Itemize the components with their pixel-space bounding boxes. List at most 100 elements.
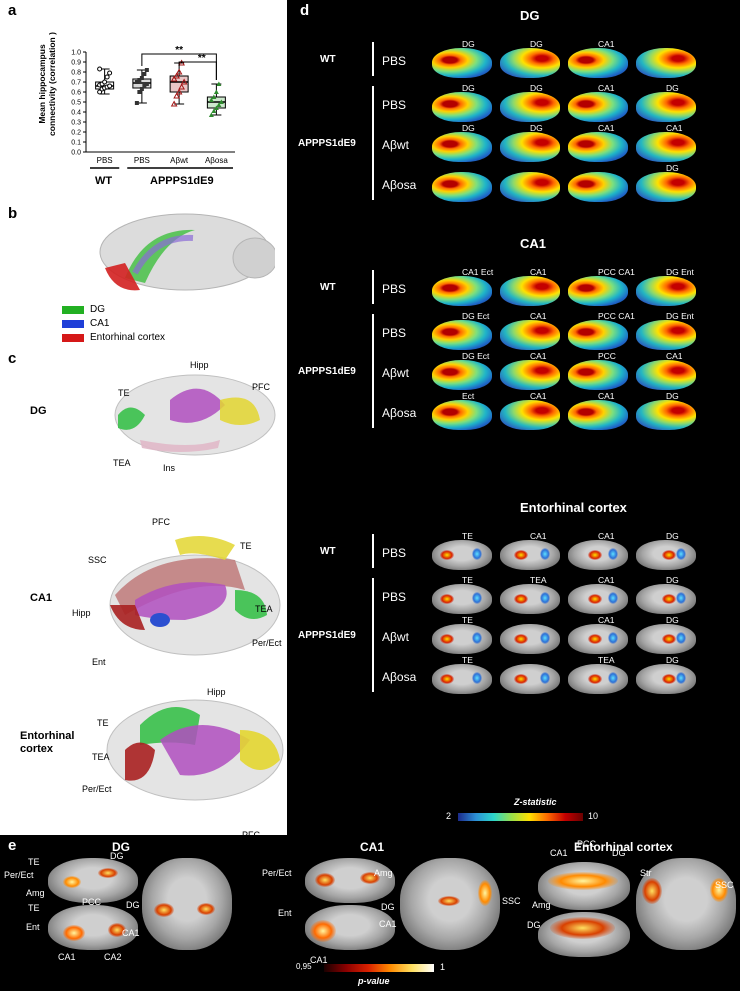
c-ca1-tea: TEA	[255, 604, 273, 614]
x-tick-label: PBS	[134, 156, 150, 165]
d-region-label: CA1	[530, 531, 547, 541]
d-brain-slice	[636, 664, 696, 694]
d-brain-slice	[500, 664, 560, 694]
d-brain-slice	[568, 276, 628, 306]
d-section-title-0: DG	[520, 8, 540, 23]
pval-min: 0,95	[296, 962, 312, 971]
data-point	[102, 79, 108, 85]
d-group-label: APPPS1dE9	[298, 366, 356, 377]
d-region-label: DG	[530, 83, 543, 93]
x-tick-label: Aβwt	[170, 156, 189, 165]
d-group-label: APPPS1dE9	[298, 630, 356, 641]
e-ca1-lbl-ent: Ent	[278, 908, 292, 918]
d-region-label: DG Ect	[462, 351, 490, 361]
e-dg-coronal-1	[48, 858, 138, 903]
data-point	[107, 83, 113, 89]
e-ca1-coronal-1	[305, 858, 395, 903]
d-condition-label: Aβosa	[382, 178, 417, 192]
c-row-title-dg: DG	[30, 405, 47, 417]
c-dg-te: TE	[118, 388, 130, 398]
pval-max: 1	[440, 962, 446, 972]
d-brain-slice	[432, 360, 492, 390]
d-brain-slice	[500, 172, 560, 202]
data-point	[211, 94, 217, 99]
legend-swatch-ent	[62, 334, 84, 342]
d-region-label: CA1	[530, 267, 547, 277]
d-condition-label: Aβosa	[382, 406, 417, 420]
d-region-label: TEA	[598, 655, 615, 665]
d-brain-slice	[636, 276, 696, 306]
data-point	[213, 89, 219, 94]
d-region-label: DG	[666, 531, 679, 541]
d-region-label: PCC	[598, 351, 616, 361]
e-ca1-lbl-dg: DG	[381, 902, 395, 912]
d-brain-slice	[568, 172, 628, 202]
data-point	[134, 80, 139, 84]
d-brain-slice	[636, 48, 696, 78]
sig-label: **	[198, 53, 206, 64]
data-point	[137, 78, 142, 82]
e-ca1-lbl-ca1: CA1	[310, 955, 328, 965]
data-point	[97, 66, 103, 72]
e-dg-lbl-amg: Amg	[26, 888, 45, 898]
zstat-min: 2	[446, 811, 452, 821]
brain-3d-render	[99, 213, 275, 291]
d-region-label: TE	[462, 615, 473, 625]
d-group-label: WT	[320, 282, 336, 293]
d-region-label: TE	[462, 655, 473, 665]
e-ent-lbl-ca1: CA1	[550, 848, 568, 858]
e-dg-lbl-dg: DG	[110, 851, 124, 861]
e-dg-lbl-ent: Ent	[26, 922, 40, 932]
data-point	[180, 78, 188, 85]
y-tick-label: 0.2	[71, 130, 81, 137]
data-point	[213, 105, 219, 110]
d-region-label: DG	[666, 163, 679, 173]
e-ent-lbl-dg: DG	[612, 848, 626, 858]
d-region-label: CA1	[598, 575, 615, 585]
panel-d-label: d	[300, 2, 310, 19]
e-ent-coronal-2	[538, 912, 630, 957]
sig-label: **	[175, 45, 183, 56]
d-brain-slice	[500, 584, 560, 614]
d-brain-slice	[432, 320, 492, 350]
d-brain-slice	[432, 540, 492, 570]
d-region-label: CA1	[598, 123, 615, 133]
d-condition-label: Aβosa	[382, 670, 417, 684]
d-region-label: TE	[462, 575, 473, 585]
d-brain-slice	[432, 92, 492, 122]
d-condition-label: PBS	[382, 326, 407, 340]
sig-bracket	[178, 61, 217, 80]
d-group-bracket	[372, 86, 374, 200]
d-brain-slice	[500, 48, 560, 78]
e-ent-lbl-str: Str	[640, 868, 652, 878]
data-point	[139, 76, 144, 80]
data-point	[144, 68, 149, 72]
d-brain-slice	[500, 360, 560, 390]
d-brain-slice	[432, 584, 492, 614]
legend-swatch-dg	[62, 306, 84, 314]
e-title-ent: Entorhinal cortex	[574, 840, 673, 854]
d-brain-slice	[568, 48, 628, 78]
d-region-label: CA1	[598, 83, 615, 93]
d-region-label: CA1 Ect	[462, 267, 494, 277]
legend-swatch-ca1	[62, 320, 84, 328]
d-brain-slice	[432, 132, 492, 162]
d-region-label: CA1	[598, 531, 615, 541]
d-condition-label: PBS	[382, 54, 407, 68]
d-region-label: DG	[666, 83, 679, 93]
d-group-bracket	[372, 270, 374, 304]
d-group-bracket	[372, 578, 374, 692]
pval-label: p-value	[358, 976, 390, 986]
y-tick-label: 0.8	[71, 70, 81, 77]
pval-colorbar	[324, 964, 434, 972]
d-region-label: DG	[462, 83, 475, 93]
zstat-max: 10	[588, 811, 599, 821]
d-brain-slice	[636, 172, 696, 202]
d-region-label: DG Ent	[666, 267, 694, 277]
panel-b-label: b	[8, 205, 18, 222]
d-region-label: PCC CA1	[598, 311, 635, 321]
panel-a-label: a	[8, 2, 17, 19]
d-brain-slice	[568, 624, 628, 654]
e-ca1-lbl-perect: Per/Ect	[262, 868, 292, 878]
